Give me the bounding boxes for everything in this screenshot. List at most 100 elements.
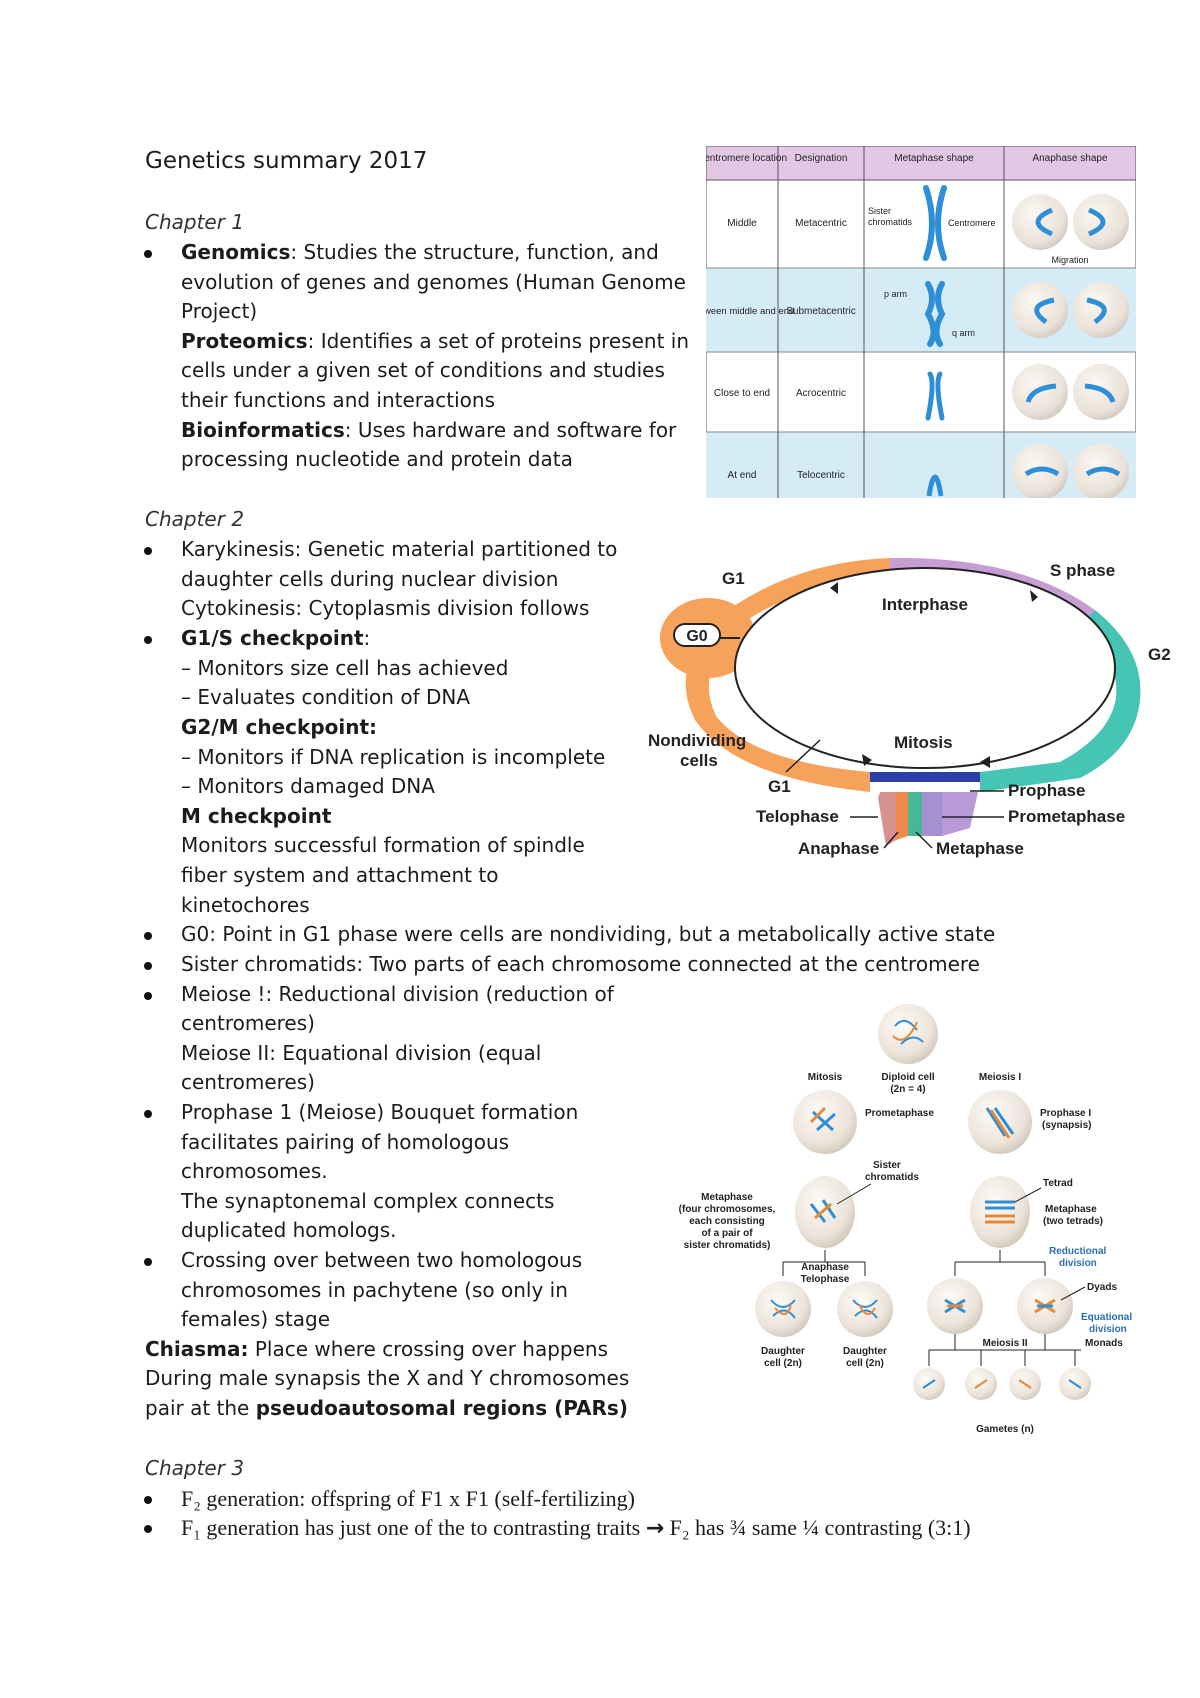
svg-text:Meiosis I: Meiosis I	[979, 1072, 1021, 1083]
svg-text:of a pair of: of a pair of	[701, 1228, 753, 1239]
svg-text:Metaphase: Metaphase	[936, 839, 1024, 858]
row-location: Middle	[727, 218, 757, 229]
svg-text:cell (2n): cell (2n)	[846, 1358, 884, 1369]
telocentric-chromosome	[926, 474, 944, 497]
text-line: – Monitors if DNA replication is incompl…	[181, 745, 606, 769]
cell-cycle-figure: G0 G1 S phase Interphase G2 Mitosis Nond…	[648, 557, 1171, 858]
svg-text:Reductional: Reductional	[1049, 1246, 1106, 1257]
text-line: their functions and interactions	[181, 388, 496, 412]
row-designation: Metacentric	[795, 218, 847, 229]
text-line: chromosomes in pachytene (so only in	[181, 1278, 568, 1302]
svg-text:Prophase I: Prophase I	[1040, 1108, 1091, 1119]
text-line: cells under a given set of conditions an…	[181, 358, 665, 382]
bullet	[144, 547, 152, 555]
text-line: – Monitors damaged DNA	[181, 774, 435, 798]
g1s-checkpoint: G1/S checkpoint:	[181, 626, 371, 650]
svg-text:Daughter: Daughter	[761, 1346, 805, 1357]
centromere-table-figure: Centromere location Designation Metaphas…	[706, 146, 1136, 498]
page-title: Genetics summary 2017	[145, 148, 428, 174]
text-line: kinetochores	[181, 893, 310, 917]
svg-text:Daughter: Daughter	[843, 1346, 887, 1357]
text-line: chromosomes.	[181, 1159, 328, 1183]
proteomics-line: Proteomics: Identifies a set of proteins…	[181, 329, 689, 353]
row-designation: Submetacentric	[786, 306, 855, 317]
row-location: Between middle and end	[706, 306, 794, 317]
chapter-2-heading: Chapter 2	[145, 507, 245, 531]
svg-text:S phase: S phase	[1050, 561, 1115, 580]
bullet	[144, 932, 152, 940]
svg-text:Prometaphase: Prometaphase	[1008, 807, 1125, 826]
header-designation: Designation	[795, 153, 848, 164]
text-line: F₂ generation: offspring of F1 x F1 (sel…	[181, 1486, 635, 1511]
text-line: During male synapsis the X and Y chromos…	[145, 1366, 630, 1390]
svg-text:division: division	[1059, 1258, 1097, 1269]
submetacentric-chromosome	[924, 281, 946, 347]
svg-text:q arm: q arm	[952, 328, 975, 338]
svg-text:Dyads: Dyads	[1087, 1282, 1117, 1293]
pars-line: pair at the pseudoautosomal regions (PAR…	[145, 1396, 628, 1420]
header-centromere-location: Centromere location	[706, 153, 787, 164]
text-line: duplicated homologs.	[181, 1218, 397, 1242]
svg-text:Mitosis: Mitosis	[808, 1072, 843, 1083]
svg-text:Nondividing: Nondividing	[648, 731, 746, 750]
text-line: The synaptonemal complex connects	[181, 1189, 555, 1213]
svg-text:Diploid cell: Diploid cell	[881, 1072, 935, 1083]
mitosis-bar	[870, 772, 980, 782]
svg-text:Anaphase: Anaphase	[801, 1262, 849, 1273]
svg-text:Gametes (n): Gametes (n)	[976, 1424, 1034, 1435]
text-line: F₁ generation has just one of the to con…	[181, 1515, 971, 1541]
mitosis-meiosis-figure: Diploid cell (2n = 4) Mitosis Meiosis I …	[679, 1004, 1132, 1435]
svg-text:Meiosis II: Meiosis II	[982, 1338, 1027, 1349]
svg-text:(two tetrads): (two tetrads)	[1043, 1216, 1103, 1227]
text-line: facilitates pairing of homologous	[181, 1130, 510, 1154]
text-line: G0: Point in G1 phase were cells are non…	[181, 922, 996, 946]
svg-text:chromatids: chromatids	[865, 1172, 919, 1183]
svg-text:G1: G1	[722, 569, 745, 588]
svg-text:division: division	[1089, 1324, 1127, 1335]
metaphase-strip	[908, 792, 922, 836]
svg-text:Equational: Equational	[1081, 1312, 1132, 1323]
svg-text:Metaphase: Metaphase	[701, 1192, 753, 1203]
svg-text:(synapsis): (synapsis)	[1042, 1120, 1091, 1131]
svg-text:Prophase: Prophase	[1008, 781, 1085, 800]
svg-text:Mitosis: Mitosis	[894, 733, 953, 752]
svg-text:cell (2n): cell (2n)	[764, 1358, 802, 1369]
text-line: centromeres)	[181, 1070, 315, 1094]
text-line: processing nucleotide and protein data	[181, 447, 573, 471]
text-line: Meiose !: Reductional division (reductio…	[181, 982, 614, 1006]
text-line: Sister chromatids: Two parts of each chr…	[181, 952, 980, 976]
metacentric-chromosome	[923, 185, 947, 261]
svg-text:Sister: Sister	[868, 206, 891, 216]
bullet	[144, 992, 152, 1000]
chapter-1-heading: Chapter 1	[145, 210, 245, 234]
row-location: At end	[728, 470, 757, 481]
telophase-strip	[878, 792, 896, 846]
svg-text:(2n = 4): (2n = 4)	[890, 1084, 925, 1095]
svg-text:G1: G1	[768, 777, 791, 796]
text-line: Project)	[181, 299, 258, 323]
text-line: centromeres)	[181, 1011, 315, 1035]
svg-text:Telophase: Telophase	[756, 807, 839, 826]
svg-text:Prometaphase: Prometaphase	[865, 1108, 934, 1119]
genomics-line: Genomics: Studies the structure, functio…	[181, 240, 659, 264]
bullet	[144, 1496, 152, 1504]
svg-text:G2: G2	[1148, 645, 1171, 664]
svg-text:Anaphase: Anaphase	[798, 839, 879, 858]
svg-text:p arm: p arm	[884, 289, 907, 299]
text-line: Prophase 1 (Meiose) Bouquet formation	[181, 1100, 579, 1124]
text-line: Cytokinesis: Cytoplasmis division follow…	[181, 596, 590, 620]
header-metaphase-shape: Metaphase shape	[894, 153, 974, 164]
text-line: – Evaluates condition of DNA	[181, 685, 471, 709]
bullet	[144, 250, 152, 258]
svg-text:Tetrad: Tetrad	[1043, 1178, 1073, 1189]
text-line: Meiose II: Equational division (equal	[181, 1041, 542, 1065]
svg-text:G0: G0	[686, 628, 707, 645]
text-line: evolution of genes and genomes (Human Ge…	[181, 270, 686, 294]
m-checkpoint: M checkpoint	[181, 804, 332, 828]
svg-text:chromatids: chromatids	[868, 217, 913, 227]
svg-text:sister chromatids): sister chromatids)	[684, 1240, 771, 1251]
svg-text:cells: cells	[680, 751, 718, 770]
row-location: Close to end	[714, 388, 770, 399]
text-line: Crossing over between two homologous	[181, 1248, 583, 1272]
bullet	[144, 1110, 152, 1118]
